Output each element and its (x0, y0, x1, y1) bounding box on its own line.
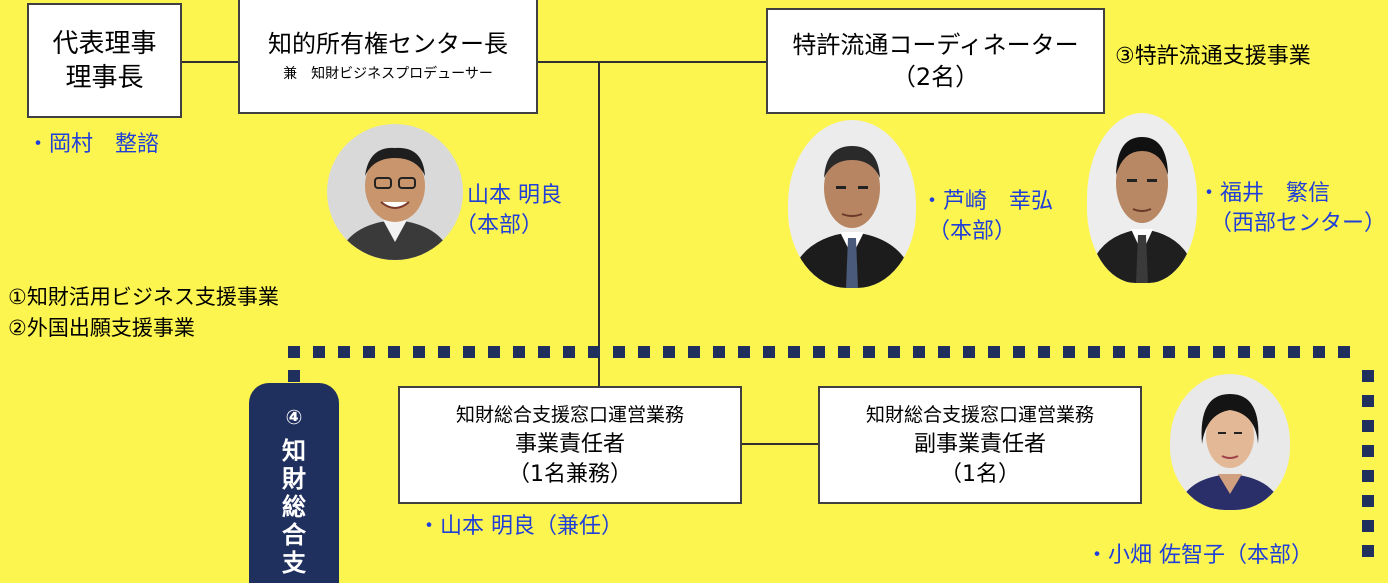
representative-box: 代表理事 理事長 (27, 3, 182, 118)
border-dot-51 (1362, 545, 1374, 557)
window1-line1: 知財総合支援窓口運営業務 (455, 404, 684, 426)
program-1-label: ①知財活用ビジネス支援事業 (8, 285, 279, 309)
border-dot-4 (388, 346, 400, 358)
border-dot-8 (488, 346, 500, 358)
border-dot-23 (863, 346, 875, 358)
border-dot-11 (563, 346, 575, 358)
border-dot-5 (413, 346, 425, 358)
patent-count: （2名） (891, 63, 980, 91)
border-dot-0 (288, 346, 300, 358)
fukui-location: （西部センター） (1210, 211, 1387, 236)
border-dot-40 (1288, 346, 1300, 358)
window-deputy-box: 知財総合支援窓口運営業務 副事業責任者 （1名） (818, 386, 1142, 504)
border-dot-10 (538, 346, 550, 358)
center-head-box: 知的所有権センター長 兼 知財ビジネスプロデューサー (238, 0, 538, 114)
window2-line3: （1名） (940, 462, 1020, 487)
border-dot-20 (788, 346, 800, 358)
border-dot-13 (613, 346, 625, 358)
border-dot-30 (1038, 346, 1050, 358)
rep-line2: 理事長 (65, 62, 144, 93)
program-4-tab: ④ 知 財 総 合 支 (249, 383, 339, 583)
border-dot-3 (363, 346, 375, 358)
border-dot-7 (463, 346, 475, 358)
border-dot-15 (663, 346, 675, 358)
border-dot-1 (313, 346, 325, 358)
yamamoto-concurrent-name: ・山本 明良（兼任） (418, 514, 623, 539)
patent-coordinator-box: 特許流通コーディネーター （2名） (766, 8, 1105, 114)
ashizaki-location: （本部） (928, 219, 1017, 244)
border-dot-17 (713, 346, 725, 358)
connector-vertical-main (598, 61, 600, 389)
border-dot-44 (1362, 370, 1374, 382)
obata-name: ・小畑 佐智子（本部） (1086, 543, 1313, 568)
border-dot-48 (1362, 470, 1374, 482)
border-dot-6 (438, 346, 450, 358)
border-dot-50 (1362, 520, 1374, 532)
border-dot-2 (338, 346, 350, 358)
border-dot-45 (1362, 395, 1374, 407)
tab-char-2: 財 (282, 465, 306, 493)
ashizaki-photo (788, 120, 916, 288)
connector-center-patent (536, 61, 768, 63)
border-dot-25 (913, 346, 925, 358)
fukui-name: ・福井 繁信 (1198, 181, 1331, 206)
border-dot-46 (1362, 420, 1374, 432)
border-dot-21 (813, 346, 825, 358)
yamamoto-location: （本部） (455, 213, 544, 238)
rep-line1: 代表理事 (52, 28, 157, 59)
window-manager-box: 知財総合支援窓口運営業務 事業責任者 （1名兼務） (398, 386, 742, 504)
border-dot-19 (763, 346, 775, 358)
program-3-label: ③特許流通支援事業 (1115, 44, 1311, 69)
center-subtitle: 兼 知財ビジネスプロデューサー (283, 66, 493, 82)
yamamoto-photo (327, 124, 463, 260)
program-4-number: ④ (285, 405, 303, 429)
border-dot-34 (1138, 346, 1150, 358)
tab-char-3: 総 (282, 493, 306, 521)
obata-photo (1170, 374, 1290, 510)
ashizaki-name: ・芦崎 幸弘 (921, 189, 1054, 214)
border-dot-9 (513, 346, 525, 358)
border-dot-27 (963, 346, 975, 358)
okamura-name: ・岡村 整諮 (27, 132, 160, 157)
border-dot-24 (888, 346, 900, 358)
window1-line3: （1名兼務） (508, 462, 632, 487)
border-dot-16 (688, 346, 700, 358)
window2-line1: 知財総合支援窓口運営業務 (865, 404, 1094, 426)
border-dot-28 (988, 346, 1000, 358)
border-dot-49 (1362, 495, 1374, 507)
tab-char-1: 知 (282, 437, 306, 465)
border-dot-14 (638, 346, 650, 358)
border-dot-22 (838, 346, 850, 358)
border-dot-39 (1263, 346, 1275, 358)
yamamoto-name: ・山本 明良 (445, 183, 562, 208)
window1-line2: 事業責任者 (514, 432, 625, 457)
border-dot-36 (1188, 346, 1200, 358)
border-dot-33 (1113, 346, 1125, 358)
patent-title: 特許流通コーディネーター (792, 31, 1079, 59)
border-dot-31 (1063, 346, 1075, 358)
program-2-label: ②外国出願支援事業 (8, 316, 195, 340)
border-dot-18 (738, 346, 750, 358)
border-dot-35 (1163, 346, 1175, 358)
connector-rep-center (180, 61, 238, 63)
border-dot-43 (288, 370, 300, 382)
border-dot-42 (1338, 346, 1350, 358)
border-dot-29 (1013, 346, 1025, 358)
border-dot-38 (1238, 346, 1250, 358)
fukui-photo (1087, 113, 1197, 283)
window2-line2: 副事業責任者 (913, 432, 1046, 457)
connector-window1-window2 (740, 443, 820, 445)
tab-char-4: 合 (282, 521, 306, 549)
tab-char-5: 支 (282, 549, 306, 577)
center-title: 知的所有権センター長 (268, 30, 508, 58)
border-dot-37 (1213, 346, 1225, 358)
border-dot-41 (1313, 346, 1325, 358)
border-dot-32 (1088, 346, 1100, 358)
border-dot-26 (938, 346, 950, 358)
border-dot-47 (1362, 445, 1374, 457)
